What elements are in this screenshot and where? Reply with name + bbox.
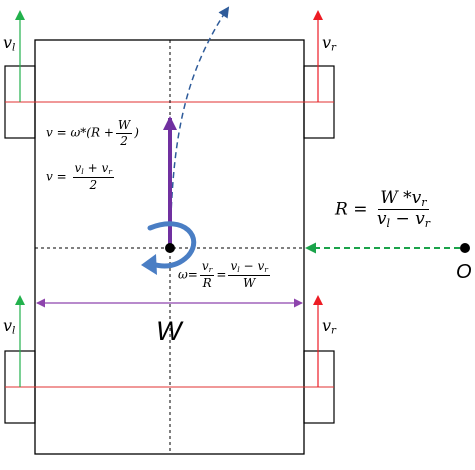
vr-label-top: vr	[322, 33, 337, 54]
rotation-arrow-head	[141, 254, 157, 275]
vl-label-top: vl	[3, 33, 16, 54]
width-label: W	[156, 316, 182, 346]
icr-point	[460, 243, 470, 253]
vl-label-bottom: vl	[3, 316, 16, 337]
trajectory-curve	[169, 6, 230, 249]
robot-center-point	[165, 243, 175, 253]
rotation-arrow	[147, 221, 197, 269]
vr-label-bottom: vr	[322, 316, 337, 337]
icr-label: O	[456, 261, 472, 283]
